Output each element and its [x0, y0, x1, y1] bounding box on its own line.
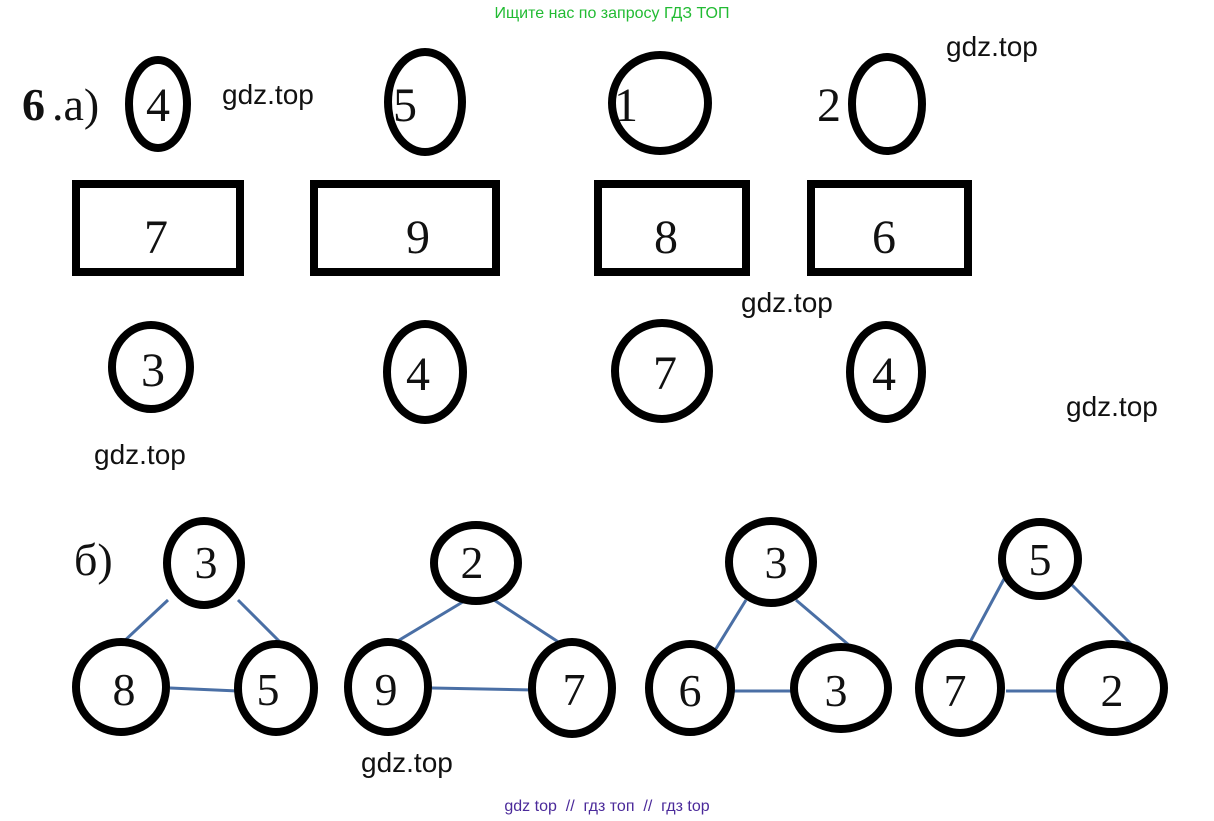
group-3: 1 8 7	[594, 51, 750, 423]
group-2: 5 9 4	[310, 48, 500, 424]
top-oval	[848, 53, 926, 155]
top-oval-value: 5	[393, 79, 417, 132]
node-left	[72, 638, 170, 736]
node-left	[344, 638, 432, 736]
edge	[966, 578, 1006, 647]
sum-box-value: 7	[144, 211, 168, 264]
node-right	[790, 643, 892, 733]
triangle-3: 3 6 3	[645, 517, 892, 736]
sum-box	[310, 180, 500, 276]
node-right-value: 3	[825, 665, 848, 716]
node-right-value: 7	[563, 664, 586, 715]
sum-box	[807, 180, 972, 276]
group-4: 2 6 4	[807, 53, 972, 423]
bottom-circle	[846, 321, 926, 423]
task-number: 6	[22, 79, 45, 130]
sum-box	[594, 180, 750, 276]
edge	[493, 598, 564, 647]
node-top-value: 3	[195, 537, 218, 588]
edge	[431, 686, 535, 692]
watermark: gdz.top	[94, 439, 186, 470]
bottom-circle-value: 4	[872, 348, 896, 401]
sum-box	[72, 180, 244, 276]
bottom-circle-value: 3	[141, 344, 165, 397]
node-left	[645, 640, 735, 736]
node-top	[998, 518, 1082, 600]
sum-box-value: 9	[406, 211, 430, 264]
top-oval-value: 1	[614, 79, 638, 132]
node-right-value: 5	[257, 664, 280, 715]
top-oval	[608, 51, 712, 155]
node-right	[234, 640, 318, 736]
watermark: gdz.top	[222, 79, 314, 110]
bottom-circle	[108, 321, 194, 413]
triangle-2: 2 9 7	[344, 521, 616, 738]
node-left-value: 6	[679, 665, 702, 716]
triangle-4: 5 7 2	[915, 518, 1168, 737]
bottom-circle	[611, 319, 713, 423]
node-left-value: 9	[375, 664, 398, 715]
footer-banner: gdz top // гдз топ // гдз top	[504, 798, 709, 815]
sum-box-value: 6	[872, 211, 896, 264]
node-left	[915, 639, 1005, 737]
edge	[1064, 577, 1135, 648]
node-top-value: 2	[461, 537, 484, 588]
edge	[390, 598, 467, 647]
bottom-circle	[383, 320, 467, 424]
bottom-circle-value: 7	[653, 347, 677, 400]
node-right	[528, 638, 616, 738]
top-oval	[125, 56, 191, 152]
watermark: gdz.top	[741, 287, 833, 318]
group-1: 4 7 3	[72, 56, 244, 413]
part-a-label: .а)	[52, 79, 99, 130]
triangle-1: 3 8 5	[72, 517, 318, 736]
sum-box-value: 8	[654, 211, 678, 264]
bottom-circle-value: 4	[406, 348, 430, 401]
node-top	[725, 517, 817, 607]
node-left-value: 8	[113, 664, 136, 715]
watermark: gdz.top	[361, 747, 453, 778]
edge	[795, 598, 851, 648]
top-oval	[384, 48, 466, 156]
part-b-label: б)	[74, 534, 113, 585]
top-oval-value: 2	[817, 79, 841, 132]
node-left-value: 7	[944, 665, 967, 716]
edge	[236, 598, 285, 647]
watermark: gdz.top	[1066, 391, 1158, 422]
node-top	[430, 521, 522, 605]
watermark: gdz.top	[946, 31, 1038, 62]
node-right	[1056, 640, 1168, 736]
top-oval-value: 4	[146, 79, 170, 132]
edge	[169, 686, 239, 693]
edge	[118, 598, 170, 647]
node-top	[163, 517, 245, 609]
node-right-value: 2	[1101, 665, 1124, 716]
node-top-value: 5	[1029, 534, 1052, 585]
header-banner: Ищите нас по запросу ГДЗ ТОП	[495, 5, 730, 22]
node-top-value: 3	[765, 537, 788, 588]
